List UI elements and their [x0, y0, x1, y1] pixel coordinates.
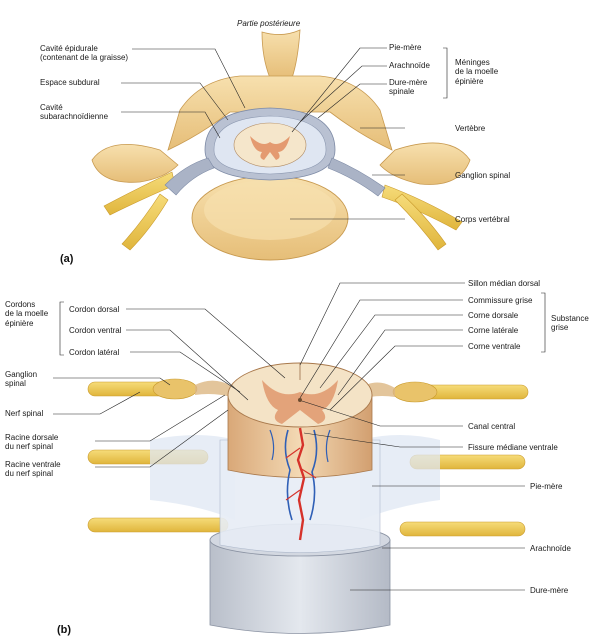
- label-dure-mere-spinale: Dure-mère spinale: [389, 78, 428, 97]
- label-vertebre: Vertèbre: [455, 124, 486, 133]
- label-cavite-epidurale: Cavité épidurale (contenant de la graiss…: [40, 44, 129, 63]
- label-cordon-lateral: Cordon latéral: [69, 348, 120, 357]
- label-pie-mere-a: Pie-mère: [389, 43, 422, 52]
- label-corne-dorsale: Corne dorsale: [468, 311, 519, 320]
- label-arachnoide-a: Arachnoïde: [389, 61, 430, 70]
- label-meninges-group: Méninges de la moelle épinière: [455, 58, 499, 86]
- panel-a-letter: (a): [60, 253, 74, 265]
- label-fissure-mediane-ventrale: Fissure médiane ventrale: [468, 443, 558, 452]
- label-cordon-dorsal: Cordon dorsal: [69, 305, 120, 314]
- panel-b-leaders: [53, 282, 546, 591]
- label-ganglion-spinal-a: Ganglion spinal: [455, 171, 511, 180]
- label-ganglion-spinal-b: Ganglion spinal: [5, 370, 38, 389]
- panel-b-letter: (b): [57, 624, 72, 636]
- label-racine-ventrale: Racine ventrale du nerf spinal: [5, 460, 61, 479]
- label-corne-ventrale: Corne ventrale: [468, 342, 521, 351]
- label-partie-posterieure: Partie postérieure: [237, 19, 301, 28]
- label-cordons-group: Cordons de la moelle épinière: [5, 300, 49, 328]
- label-dure-mere: Dure-mère: [530, 586, 569, 595]
- label-sillon-median-dorsal: Sillon médian dorsal: [468, 279, 541, 288]
- panel-a-vertebra: [91, 29, 471, 261]
- label-corne-laterale: Corne latérale: [468, 326, 519, 335]
- label-corps-vertebral: Corps vertébral: [455, 215, 510, 224]
- label-cavite-subarachnoidienne: Cavité subarachnoïdienne: [40, 103, 109, 122]
- panel-b-cord: [87, 362, 529, 634]
- label-substance-grise-group: Substance grise: [551, 314, 589, 333]
- label-arachnoide-b: Arachnoïde: [530, 544, 571, 553]
- label-nerf-spinal: Nerf spinal: [5, 409, 44, 418]
- panel-a-leaders: [121, 47, 448, 220]
- label-racine-dorsale: Racine dorsale du nerf spinal: [5, 433, 59, 452]
- label-cordon-ventral: Cordon ventral: [69, 326, 122, 335]
- label-espace-subdural: Espace subdural: [40, 78, 100, 87]
- label-pie-mere-b: Pie-mère: [530, 482, 563, 491]
- label-commissure-grise: Commissure grise: [468, 296, 533, 305]
- label-canal-central: Canal central: [468, 422, 516, 431]
